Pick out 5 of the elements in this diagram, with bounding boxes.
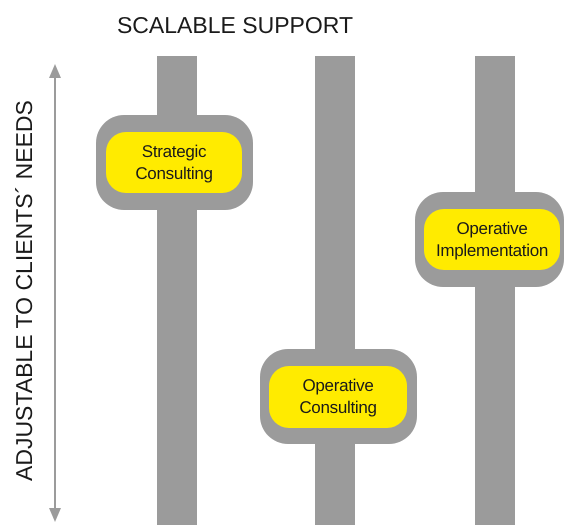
slider-label: Operative Consulting — [269, 366, 407, 428]
axis-label: ADJUSTABLE TO CLIENTS´ NEEDS — [10, 100, 38, 484]
slider-label: Operative Implementation — [424, 209, 560, 270]
slider-label: Strategic Consulting — [106, 132, 242, 193]
title: SCALABLE SUPPORT — [116, 11, 354, 40]
